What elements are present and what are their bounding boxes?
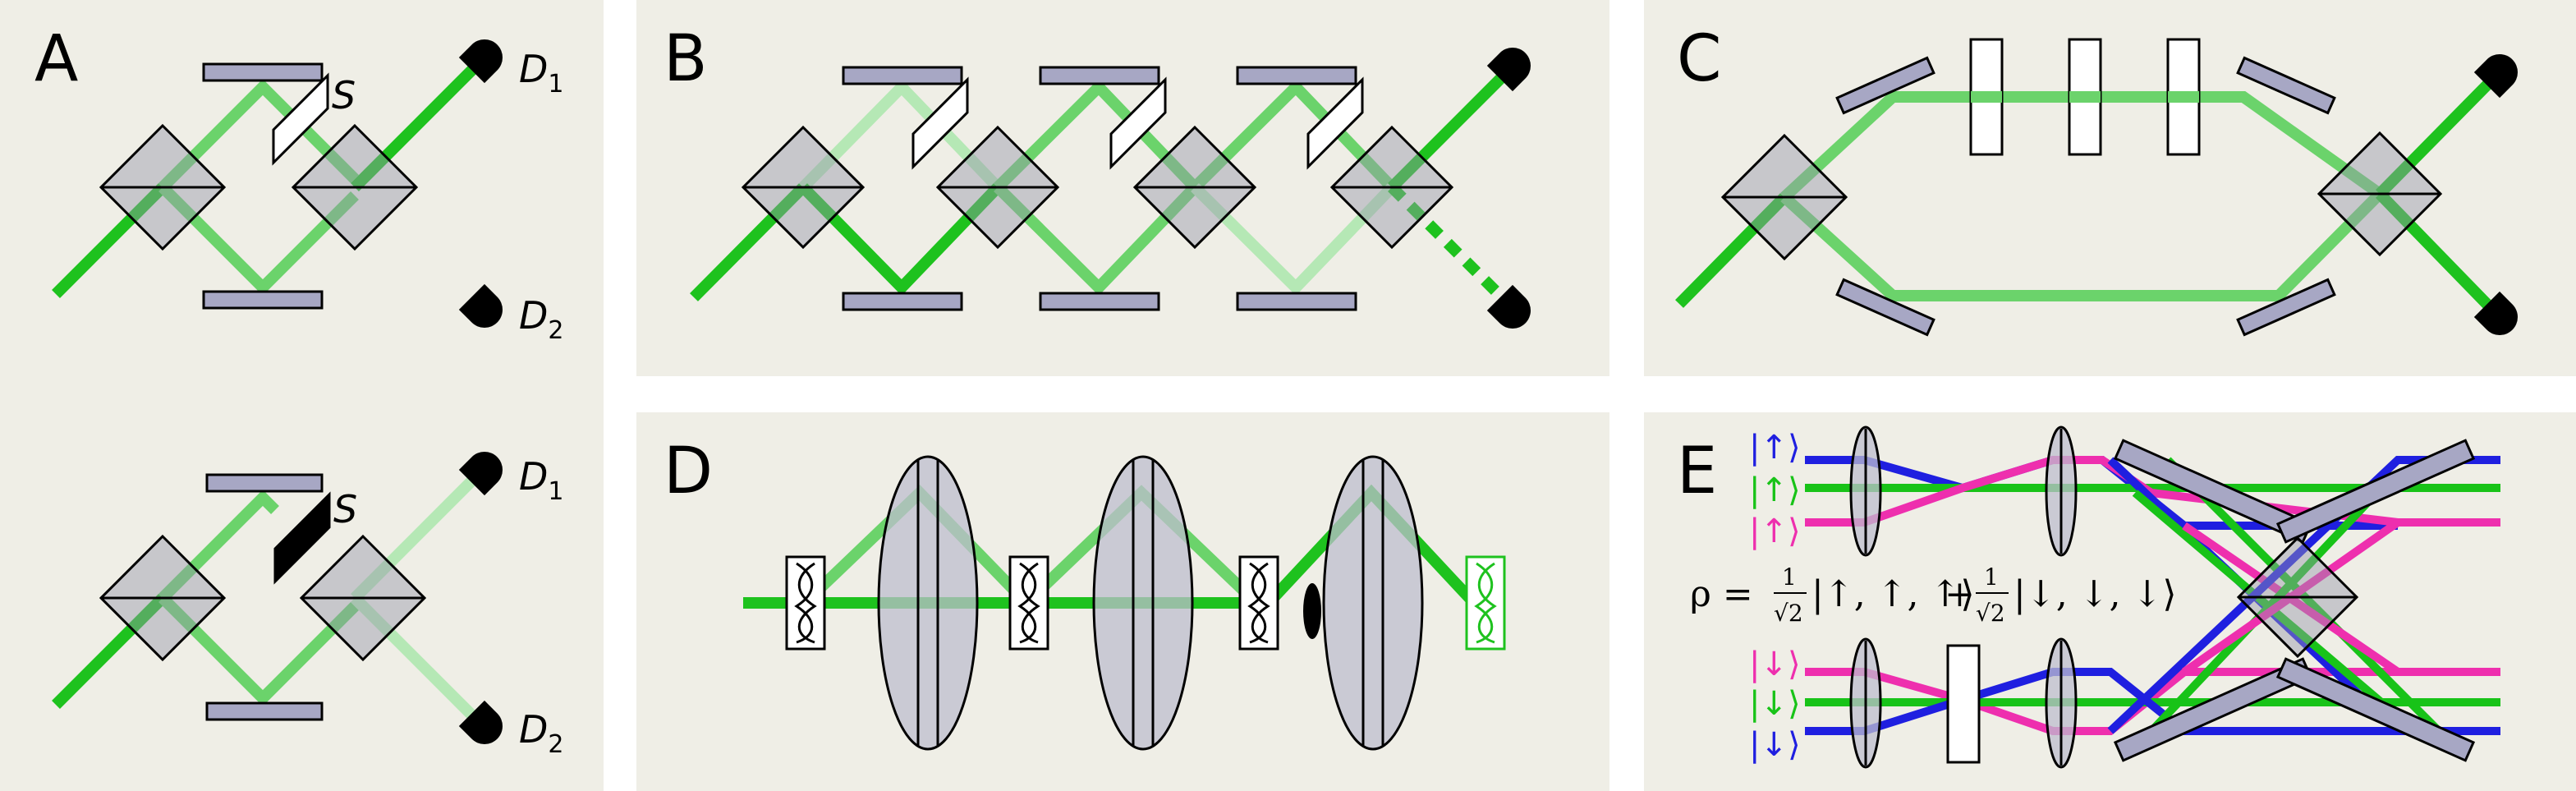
shutter [1109,76,1167,170]
lower-arm-beam [158,183,359,296]
fraction-denominator: √2 [1774,600,1803,627]
detector-d1-label: D1 [519,47,564,99]
detector-d2-label: D2 [519,707,564,759]
detector-upper-icon [2473,54,2518,99]
shutter [1306,76,1364,170]
shutter-open [272,72,329,166]
shutter-label: S [333,487,357,531]
detector-d2-icon [458,283,503,328]
detector-d1-icon [458,39,503,84]
mirror [1236,292,1357,311]
mirror [1039,66,1160,85]
panel-a-top: A S D1 D2 [34,22,564,345]
lower-arm-beam [1780,190,2384,301]
density-matrix-formula: ρ = [1690,573,1753,615]
detector-d2-label: D2 [519,293,564,345]
ket-up-green: |↑⟩ [1749,471,1801,509]
ket-down-blue: |↓⟩ [1749,726,1801,764]
upper-arm-beam-blocked [158,490,279,602]
detector-d1-icon [458,452,503,496]
grating-1 [785,555,826,651]
detector-d2-icon [458,700,503,744]
grating-3 [1238,555,1279,651]
input-beam [52,594,167,709]
mirror [1039,292,1160,311]
mirror [2275,439,2476,544]
output-beam-lower-dashed [1388,183,1515,310]
panel-a-bottom: S D1 D2 [52,452,564,759]
shutter [911,76,969,170]
lower-arm-beam [158,594,359,706]
mirror [2236,278,2336,337]
panel-d: D [664,435,1506,751]
ket-up-blue: |↑⟩ [1749,429,1801,467]
plus-sign: + [1945,573,1975,615]
panel-c-letter: C [1677,22,1721,96]
mirror [1236,66,1357,85]
input-beam [52,183,167,298]
detector-upper-icon [1486,48,1531,92]
fraction-denominator: √2 [1976,600,2005,627]
mirror [842,292,963,311]
shutter-closed [273,491,331,585]
ket-up-magenta: |↑⟩ [1749,513,1801,550]
panel-c: C [1675,22,2518,337]
ket-all-down: |↓, ↓, ↓⟩ [2014,573,2177,615]
bottom-mirror [202,290,324,310]
panel-d-letter: D [664,435,713,508]
output-beam-d1 [351,466,487,602]
grating-4-green [1465,555,1506,651]
output-beam-upper [2376,71,2500,198]
phase-plate [1946,644,1981,764]
panel-b-letter: B [664,22,708,96]
detector-lower-icon [2473,291,2518,335]
detector-d1-label: D1 [519,454,564,506]
fraction-numerator: 1 [1782,563,1797,591]
output-beam-lower [2375,190,2501,318]
panel-e-letter: E [1677,435,1717,508]
lens [1092,455,1194,751]
top-mirror [202,62,324,82]
lens [1322,455,1424,751]
panel-b: B [664,22,1531,329]
fraction-numerator: 1 [1984,563,1999,591]
ket-down-magenta: |↓⟩ [1749,646,1801,683]
bottom-mirror [205,701,324,721]
mirror [2275,657,2476,762]
detector-lower-icon [1486,284,1531,329]
mirror [1835,278,1935,337]
input-beam [1675,193,1789,308]
output-beam-d2 [351,594,487,730]
panel-e: E |↑⟩ |↑⟩ |↑⟩ |↓⟩ |↓⟩ |↓⟩ [1677,425,2500,769]
ket-down-green: |↓⟩ [1749,685,1801,723]
ket-all-up: |↑, ↑, ↑⟩ [1811,573,1975,615]
upper-arm-beam [158,79,359,191]
grating-2 [1008,555,1049,651]
panel-a-letter: A [34,22,78,96]
output-beam-upper [1388,64,1515,191]
beam-block [1303,583,1321,639]
output-beam-d1 [351,55,487,191]
mirror [1835,56,1935,115]
mirror [2236,56,2336,115]
input-beam [690,183,807,301]
mirror [842,66,963,85]
lens [877,455,979,751]
top-mirror [205,473,324,493]
shutter-label: S [332,73,356,117]
